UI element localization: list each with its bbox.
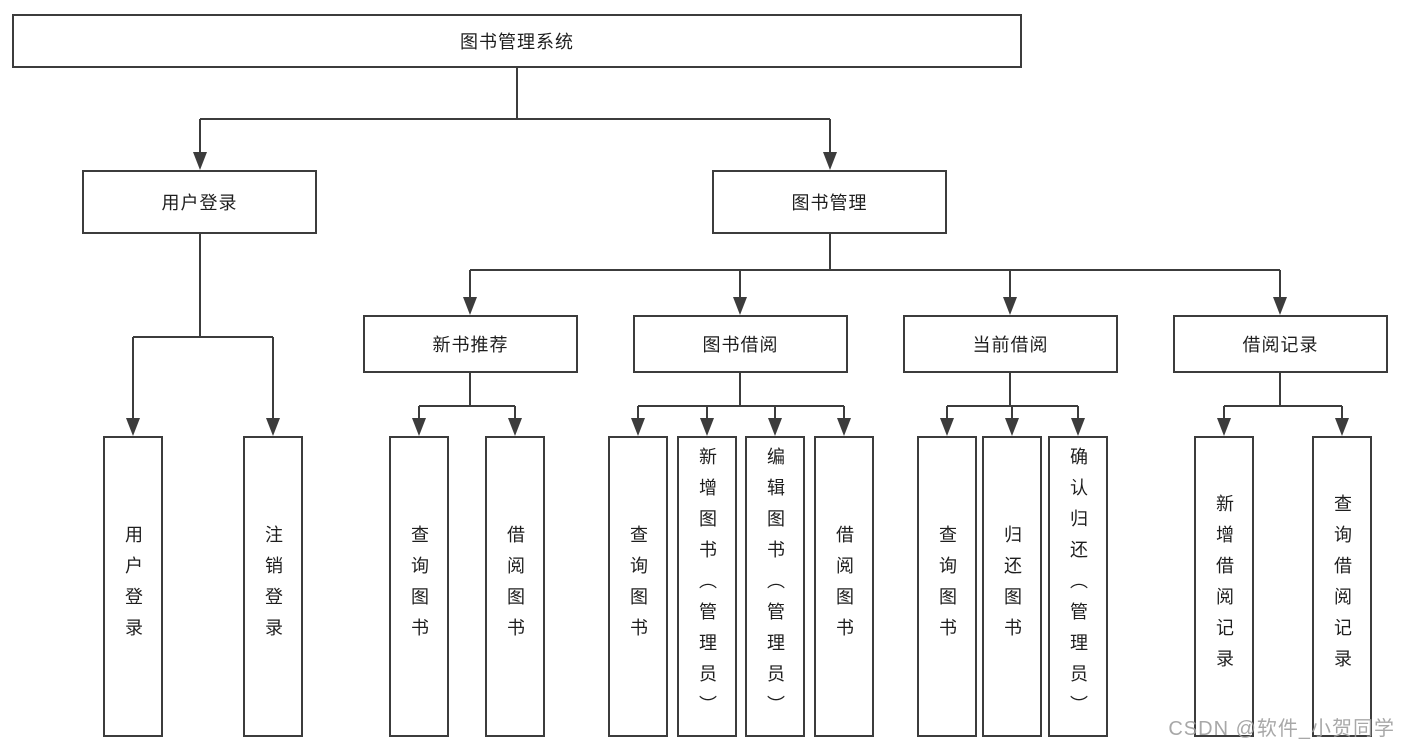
node-root-label: 图书管理系统 <box>460 32 574 52</box>
leaf-borrow-query-books: 查询图书 <box>608 436 668 737</box>
leaf-logout-label: 注销登录 <box>263 524 283 649</box>
leaf-add-books-admin-label: 新增图书（管理员） <box>697 447 717 726</box>
leaf-logout: 注销登录 <box>243 436 303 737</box>
leaf-return-books-label: 归还图书 <box>1002 524 1022 649</box>
csdn-watermark: CSDN @软件_小贺同学 <box>1168 718 1395 740</box>
node-current-borrow: 当前借阅 <box>903 315 1118 373</box>
leaf-edit-books-admin-label: 编辑图书（管理员） <box>765 447 785 726</box>
leaf-newbooks-query-books-label: 查询图书 <box>409 524 429 649</box>
node-current-borrow-label: 当前借阅 <box>972 335 1049 355</box>
leaf-query-borrow-record: 查询借阅记录 <box>1312 436 1372 737</box>
leaf-confirm-return-admin-label: 确认归还（管理员） <box>1068 447 1088 726</box>
leaf-return-books: 归还图书 <box>982 436 1042 737</box>
arrowheads <box>126 152 1349 436</box>
leaf-query-borrow-record-label: 查询借阅记录 <box>1332 493 1352 680</box>
node-book-management-label: 图书管理 <box>791 193 868 213</box>
node-root-system: 图书管理系统 <box>12 14 1022 68</box>
node-new-book-recommend-label: 新书推荐 <box>432 335 509 355</box>
node-borrow-records: 借阅记录 <box>1173 315 1388 373</box>
leaf-user-login: 用户登录 <box>103 436 163 737</box>
node-user-login: 用户登录 <box>82 170 317 234</box>
leaf-edit-books-admin: 编辑图书（管理员） <box>745 436 805 737</box>
leaf-add-books-admin: 新增图书（管理员） <box>677 436 737 737</box>
node-borrow-records-label: 借阅记录 <box>1242 335 1319 355</box>
leaf-current-query-books-label: 查询图书 <box>937 524 957 649</box>
leaf-add-borrow-record-label: 新增借阅记录 <box>1214 493 1234 680</box>
node-book-borrow: 图书借阅 <box>633 315 848 373</box>
leaf-borrow-borrow-books-label: 借阅图书 <box>834 524 854 649</box>
leaf-add-borrow-record: 新增借阅记录 <box>1194 436 1254 737</box>
node-user-login-label: 用户登录 <box>161 193 238 213</box>
node-book-management: 图书管理 <box>712 170 947 234</box>
leaf-newbooks-query-books: 查询图书 <box>389 436 449 737</box>
leaf-user-login-label: 用户登录 <box>123 524 143 649</box>
leaf-confirm-return-admin: 确认归还（管理员） <box>1048 436 1108 737</box>
leaf-newbooks-borrow-books-label: 借阅图书 <box>505 524 525 649</box>
node-book-borrow-label: 图书借阅 <box>702 335 779 355</box>
node-new-book-recommend: 新书推荐 <box>363 315 578 373</box>
leaf-newbooks-borrow-books: 借阅图书 <box>485 436 545 737</box>
leaf-borrow-borrow-books: 借阅图书 <box>814 436 874 737</box>
leaf-borrow-query-books-label: 查询图书 <box>628 524 648 649</box>
leaf-current-query-books: 查询图书 <box>917 436 977 737</box>
